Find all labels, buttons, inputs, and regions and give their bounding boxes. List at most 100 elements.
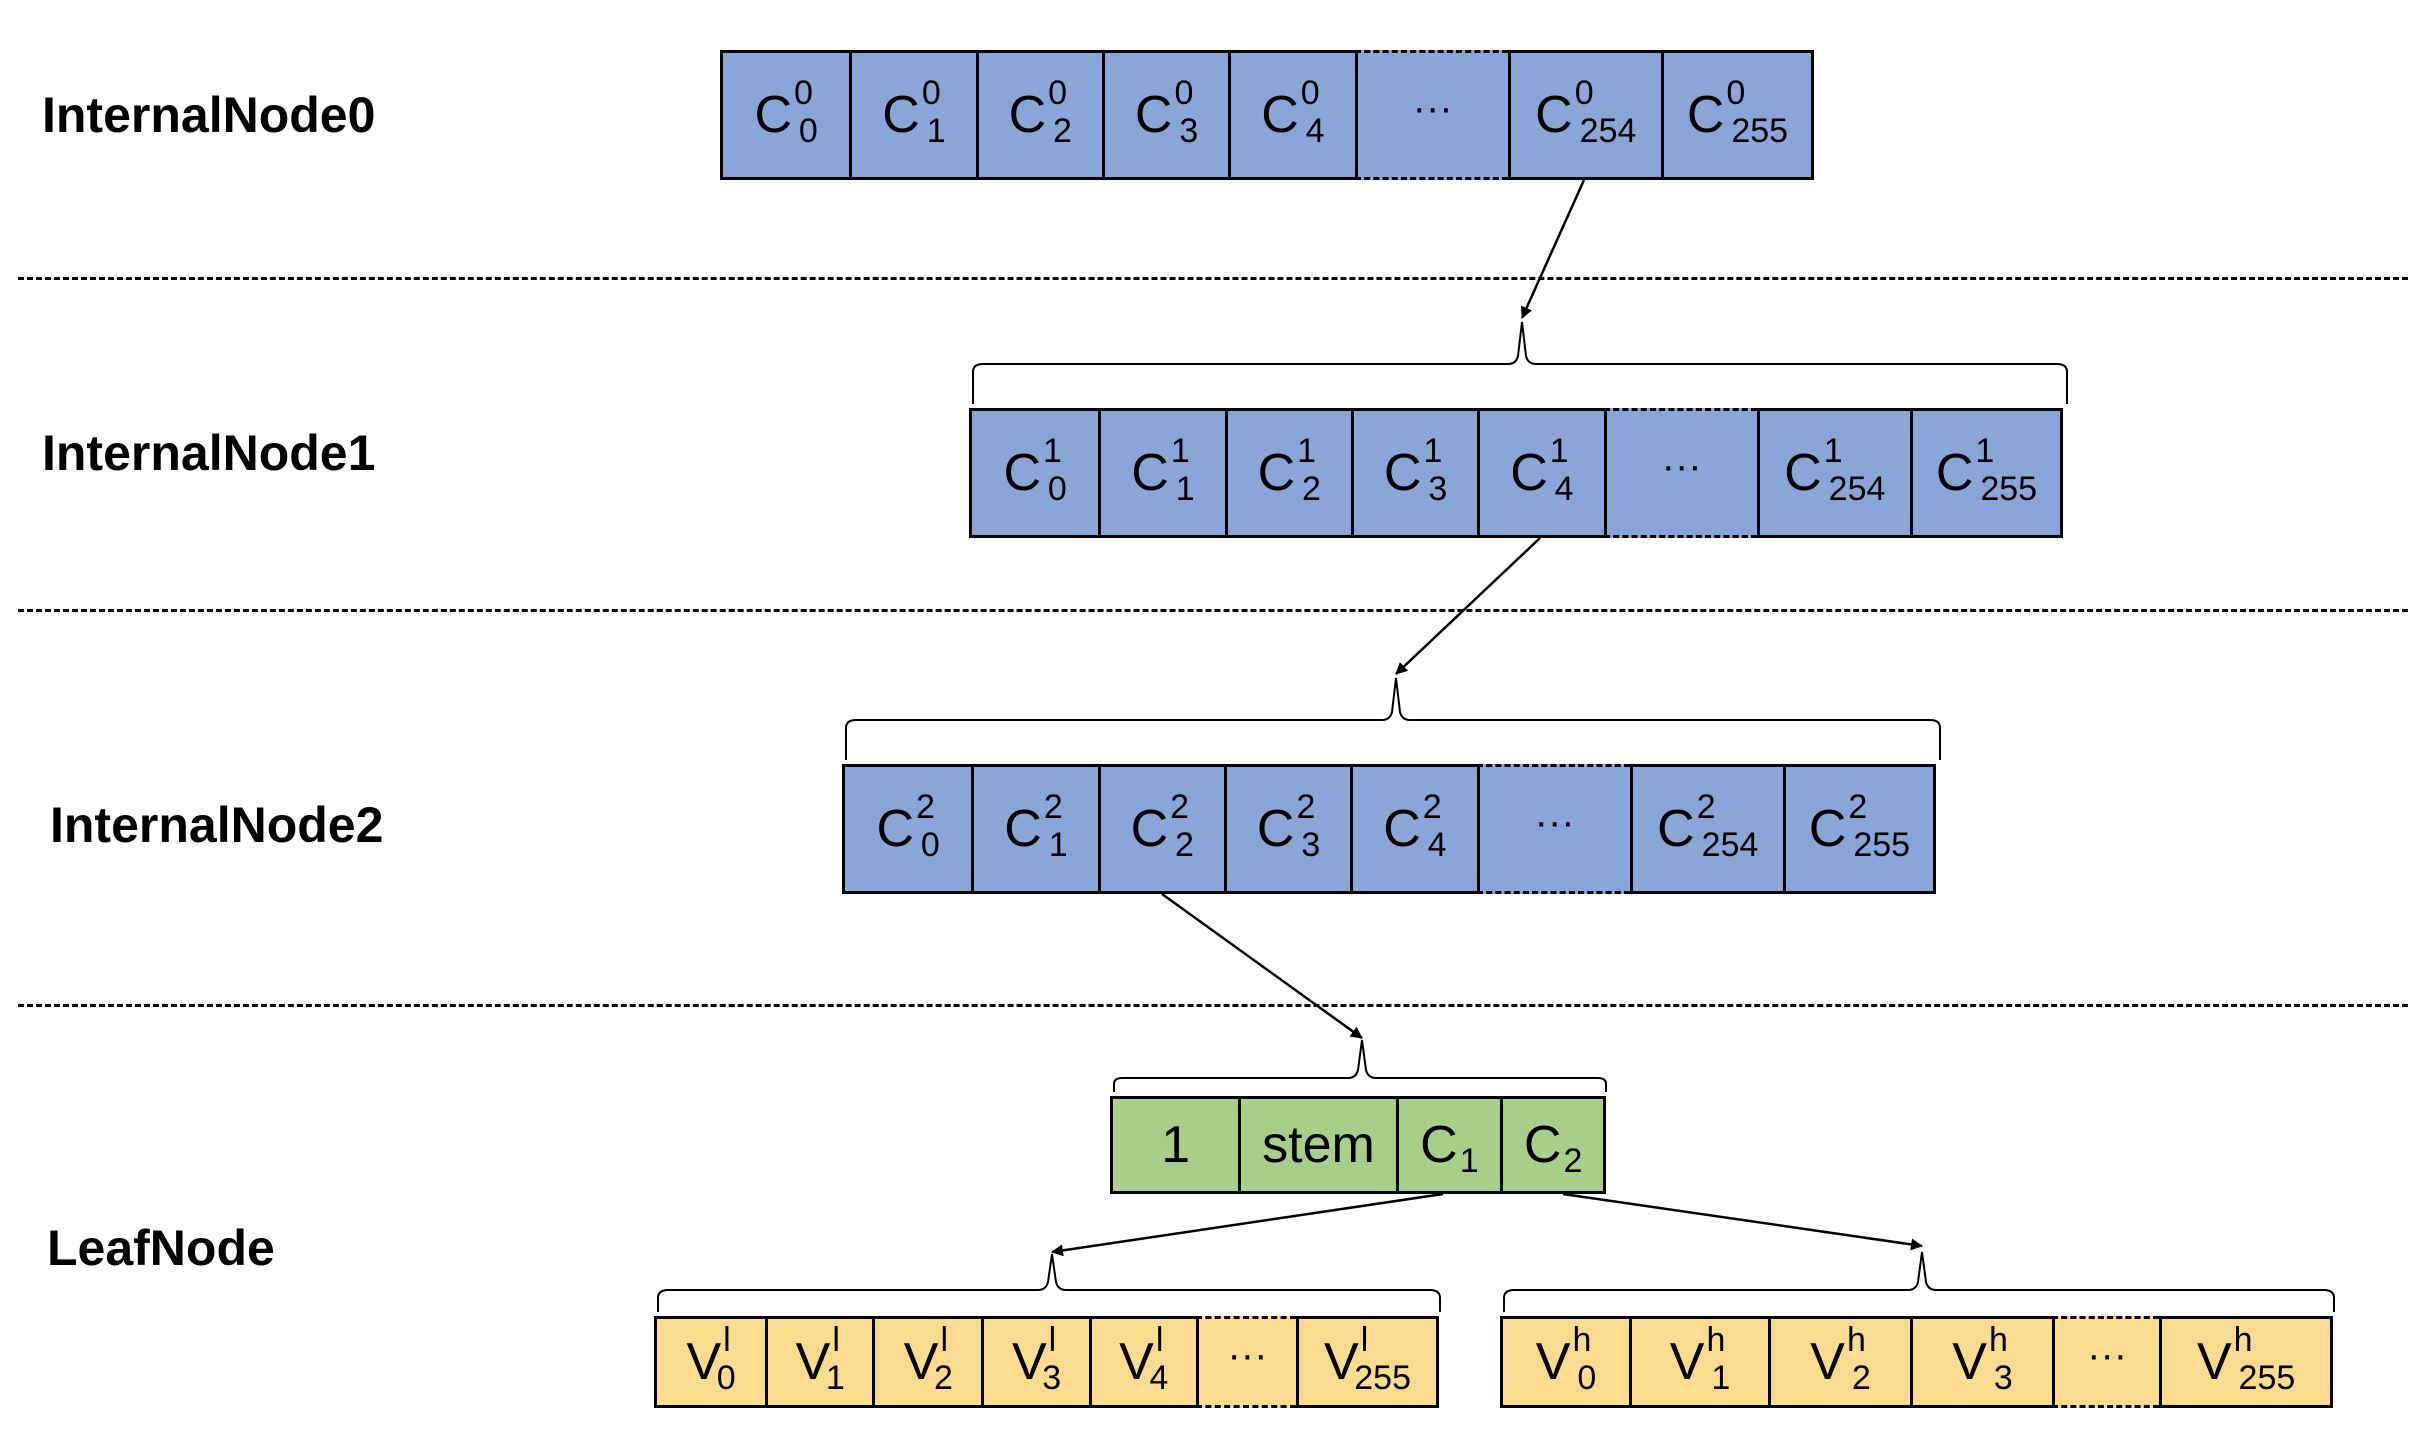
brace-internal-node-2 [845,677,1941,760]
cell-symbol: C [1686,86,1725,144]
cell-symbol: V [2196,1333,2232,1391]
cell-superscript: 1 [1297,431,1317,470]
cell-subscript: 0 [716,1358,736,1397]
cell-superscript: h [1706,1320,1726,1359]
cell-subscript: 2 [1053,111,1072,150]
cell-subscript: 255 [1731,111,1789,150]
cell-symbol: V [1810,1333,1845,1391]
values-high-cell: ··· [2052,1316,2160,1408]
cell-subscript: 4 [1554,469,1574,508]
cell-symbol: V [1011,1333,1047,1391]
cell-subscript: 3 [1042,1358,1062,1397]
cell-superscript: l [1048,1320,1057,1359]
cell-subscript: 3 [1993,1358,2013,1397]
cell-symbol: C [1004,800,1042,858]
cell-subscript: 2 [1302,469,1321,508]
values-low-cell: ··· [1195,1316,1297,1408]
cell-symbol: C [876,800,914,858]
cell-symbol: C [1130,800,1169,858]
internal0-cell: ··· [1354,50,1508,180]
cell-symbol: V [1324,1333,1359,1391]
cell-superscript: l [1155,1320,1164,1359]
brace-values-high [1503,1251,2335,1312]
cell-superscript: 0 [794,73,813,112]
cell-symbol: C [1257,444,1296,502]
cell-subscript: 4 [1427,825,1447,864]
layer-label-internal-node-2: InternalNode2 [50,797,384,853]
cell-symbol: V [686,1333,722,1391]
cell-superscript: 1 [1423,431,1443,470]
cell-superscript: 1 [1549,431,1569,470]
layer-label-internal-node-0: InternalNode0 [42,87,376,143]
cell-symbol: ··· [1412,86,1453,130]
cell-subscript: 0 [798,111,818,150]
cell-superscript: 1 [1170,431,1190,470]
cell-superscript: h [1988,1320,2008,1359]
cell-symbol: C [1935,444,1974,502]
cell-symbol: C [882,86,920,144]
cell-superscript: 2 [916,787,935,826]
cell-symbol: V [795,1333,831,1391]
internal1-cell: ··· [1603,408,1757,538]
cell-superscript: h [1846,1320,1866,1359]
cell-subscript: 255 [1980,469,2038,508]
cell-superscript: l [723,1320,731,1359]
cell-symbol: C [1808,800,1847,858]
cell-subscript: 1 [1048,825,1068,864]
layer-label-internal-node-1: InternalNode1 [42,425,376,481]
cell-symbol: ··· [1661,444,1702,488]
cell-symbol: C [1131,444,1169,502]
cell-subscript: 255 [1354,1358,1411,1397]
brace-internal-node-1 [972,321,2068,404]
layer-divider [18,609,2408,612]
arrow-c2-to-values-high [1562,1192,1923,1251]
cell-subscript: 1 [1459,1141,1479,1180]
cell-subscript: 3 [1301,825,1321,864]
arrow-c1-to-values-low [1051,1192,1444,1257]
cell-symbol: V [1535,1333,1571,1391]
cell-symbol: C [1420,1116,1458,1174]
cell-subscript: 3 [1179,111,1199,150]
cell-subscript: 2 [1563,1141,1583,1180]
arrow-c0-254-to-internal-node-1 [1520,179,1586,319]
cell-symbol: C [1535,86,1573,144]
brace-values-low [657,1253,1441,1312]
cell-subscript: 0 [920,825,940,864]
cell-subscript: 0 [1047,469,1067,508]
cell-superscript: 0 [1574,73,1594,112]
cell-symbol: V [903,1333,939,1391]
cell-symbol: V [1119,1333,1154,1391]
cell-subscript: 255 [1853,825,1911,864]
layer-label-leaf-node: LeafNode [47,1220,275,1276]
cell-subscript: 1 [1711,1358,1731,1397]
cell-subscript: 254 [1579,111,1637,150]
cell-subscript: 0 [1577,1358,1597,1397]
cell-superscript: 0 [1726,73,1746,112]
